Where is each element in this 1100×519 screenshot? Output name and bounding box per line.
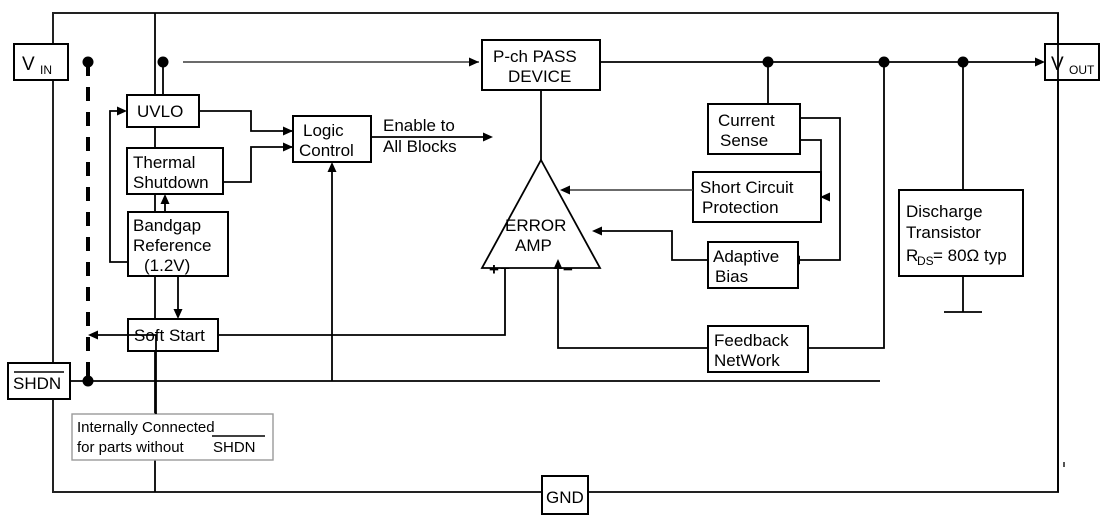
discharge-label-line3-sub: DS: [917, 254, 934, 268]
vout-port: V OUT: [1044, 43, 1100, 81]
enable-label-line2: All Blocks: [383, 137, 457, 156]
arrow-shdn-to-logic: [327, 162, 337, 172]
thermal-label-line2: Shutdown: [133, 173, 209, 192]
shortckt-box: [692, 171, 822, 223]
gnd-port-label: GND: [546, 488, 584, 507]
block-logic-control: Logic Control: [292, 115, 372, 163]
bandgap-label-line3: (1.2V): [144, 256, 190, 275]
vin-port-box: [13, 43, 69, 81]
block-adaptive-bias: Adaptive Bias: [707, 241, 799, 289]
feedback-label-line1: Feedback: [714, 331, 789, 350]
block-current-sense: Current Sense: [707, 103, 801, 155]
arrow-thermal-to-logic: [283, 142, 293, 152]
block-uvlo: UVLO: [126, 94, 200, 128]
arrow-shortckt-to-erroramp: [560, 185, 570, 195]
erroramp-triangle: [480, 158, 602, 269]
wire-note-leader: [97, 334, 157, 414]
wire-current-sense-to-adaptive: [798, 117, 841, 261]
block-bandgap-reference: Bandgap Reference (1.2V): [127, 211, 229, 277]
current-sense-label-line1: Current: [718, 111, 775, 130]
shortckt-label-line1: Short Circuit: [700, 178, 794, 197]
shdn-port: SHDN: [7, 362, 71, 400]
feedback-label-line2: NetWork: [714, 351, 780, 370]
arrow-uvlo-to-logic: [283, 126, 293, 136]
arrow-rail-to-vout: [1035, 57, 1045, 67]
block-short-circuit-protection: Short Circuit Protection: [692, 171, 822, 223]
shdn-port-label: SHDN: [13, 374, 61, 393]
block-discharge-transistor: Discharge Transistor R DS = 80Ω typ: [898, 189, 1024, 277]
shortckt-label-line2: Protection: [702, 198, 779, 217]
gnd-port-box: [541, 475, 589, 515]
feedback-box: [707, 325, 809, 373]
logic-label-line2: Control: [299, 141, 354, 160]
uvlo-label: UVLO: [137, 102, 183, 121]
current-sense-label-line2: Sense: [720, 131, 768, 150]
erroramp-label-line2: AMP: [515, 236, 552, 255]
wire-feedback-to-erroramp-minus: [557, 268, 708, 349]
discharge-label-line3-suffix: = 80Ω typ: [933, 246, 1007, 265]
erroramp-plus-sign: +: [489, 260, 499, 279]
vout-port-box: [1044, 43, 1100, 81]
gnd-port: GND: [541, 475, 589, 515]
block-feedback-network: Feedback NetWork: [707, 325, 809, 373]
erroramp-minus-sign: −: [563, 260, 573, 279]
internally-connected-note: Internally Connected for parts without S…: [71, 413, 274, 461]
block-error-amp: ERROR AMP + −: [480, 158, 602, 279]
internal-note-line2-prefix: for parts without: [77, 439, 185, 456]
softstart-label: Soft Start: [134, 326, 205, 345]
block-soft-start: Soft Start: [127, 318, 219, 352]
arrow-bandgap-to-thermal: [160, 194, 170, 204]
internal-note-line1: Internally Connected: [77, 419, 215, 436]
enable-label-line1: Enable to: [383, 116, 455, 135]
vin-port-label: V: [22, 54, 35, 75]
arrow-feedback-to-erroramp: [553, 259, 563, 269]
arrow-note-leader: [88, 330, 98, 340]
vin-port: V IN: [13, 43, 69, 81]
thermal-label-line1: Thermal: [133, 153, 195, 172]
logic-label-line1: Logic: [303, 121, 344, 140]
wire-softstart-to-erroramp-plus: [218, 268, 506, 336]
wire-vout-to-feedback: [808, 62, 885, 349]
discharge-label-line1: Discharge: [906, 202, 983, 221]
bandgap-label-line2: Reference: [133, 236, 211, 255]
wire-uvlo-to-logic: [199, 110, 293, 132]
block-pass-device: P-ch PASS DEVICE: [481, 39, 601, 91]
internal-note-box: [71, 413, 274, 461]
adaptive-bias-box: [707, 241, 799, 289]
adaptive-bias-label-line2: Bias: [715, 267, 748, 286]
pass-device-label-line1: P-ch PASS: [493, 47, 577, 66]
internal-note-line2-shdn: SHDN: [213, 439, 256, 456]
arrow-enable-out: [483, 132, 493, 142]
stray-mark: [1063, 462, 1065, 467]
block-thermal-shutdown: Thermal Shutdown: [126, 147, 224, 195]
arrow-current-to-shortckt: [820, 192, 830, 202]
wire-bandgap-to-uvlo: [109, 110, 128, 263]
vout-port-sublabel: OUT: [1069, 63, 1095, 77]
wire-thermal-to-logic: [223, 146, 293, 183]
arrow-vin-to-pass: [469, 57, 479, 67]
arrow-adaptive-to-erroramp: [592, 226, 602, 236]
adaptive-bias-label-line1: Adaptive: [713, 247, 779, 266]
discharge-box: [898, 189, 1024, 277]
thermal-box: [126, 147, 224, 195]
discharge-label-line2: Transistor: [906, 223, 981, 242]
pass-device-label-line2: DEVICE: [508, 67, 571, 86]
logic-box: [292, 115, 372, 163]
vin-port-sublabel: IN: [40, 63, 52, 77]
current-sense-box: [707, 103, 801, 155]
arrow-bandgap-to-softstart: [173, 309, 183, 319]
bandgap-label-line1: Bandgap: [133, 216, 201, 235]
discharge-label-line3-prefix: R: [906, 246, 918, 265]
wire-adaptive-to-erroramp: [600, 230, 708, 261]
arrow-bandgap-to-uvlo: [117, 106, 127, 116]
erroramp-label-line1: ERROR: [505, 216, 566, 235]
